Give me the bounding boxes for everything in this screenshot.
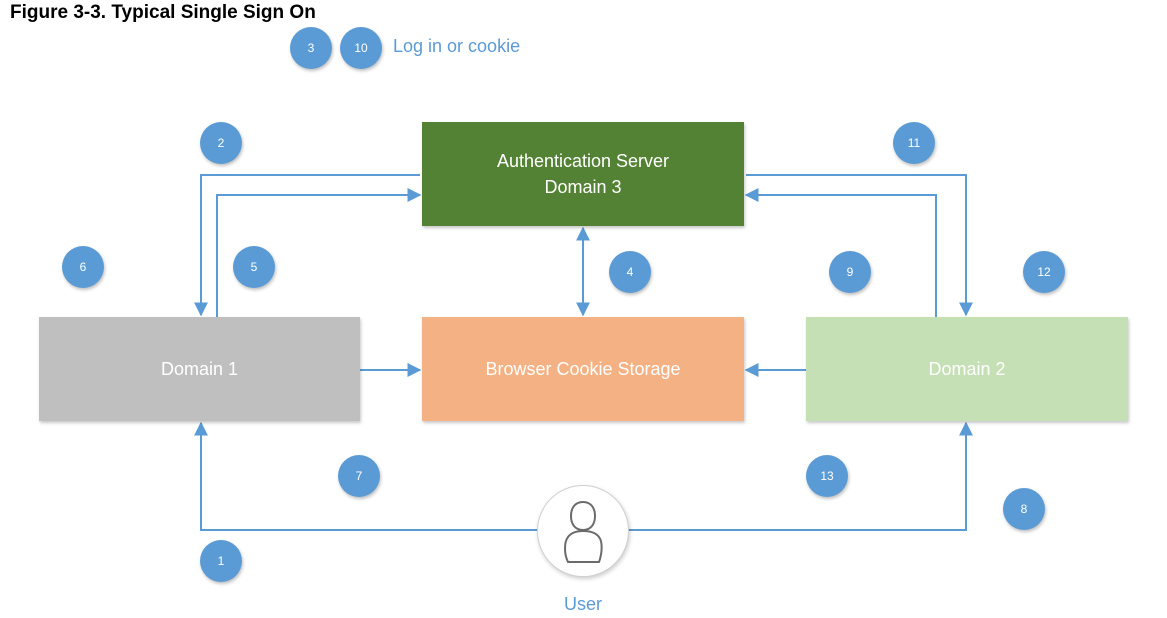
step-badge-11: 11 [893, 122, 935, 164]
step-badge-6: 6 [62, 246, 104, 288]
user-icon [564, 501, 603, 563]
arrow-user-to-domain2 [627, 421, 973, 531]
step-badge-9: 9 [829, 251, 871, 293]
legend-badge-3: 3 [290, 27, 332, 69]
step-badge-4: 4 [609, 251, 651, 293]
domain2-label: Domain 2 [928, 359, 1006, 379]
step-badge-12: 12 [1023, 251, 1065, 293]
user-label: User [563, 594, 602, 614]
legend-label: Log in or cookie [393, 36, 521, 56]
arrow-auth-to-domain2 [746, 174, 973, 317]
arrow-domain1-to-auth [216, 188, 422, 317]
auth-server-box: Authentication Server Domain 3 [422, 122, 744, 226]
cookie-storage-label: Browser Cookie Storage [485, 359, 681, 379]
step-badge-2: 2 [200, 122, 242, 164]
domain1-box: Domain 1 [39, 317, 360, 421]
domain1-label: Domain 1 [160, 359, 239, 379]
step-badge-5: 5 [233, 246, 275, 288]
domain2-box: Domain 2 [806, 317, 1128, 421]
legend-badge-10: 10 [340, 27, 382, 69]
step-badge-7: 7 [338, 455, 380, 497]
user-avatar [537, 485, 629, 577]
cookie-storage-box: Browser Cookie Storage [422, 317, 744, 421]
step-badge-13: 13 [806, 455, 848, 497]
arrow-domain2-to-auth [744, 188, 937, 317]
step-badge-1: 1 [200, 540, 242, 582]
arrow-user-to-domain1 [194, 421, 537, 531]
step-badge-8: 8 [1003, 488, 1045, 530]
arrow-auth-to-domain1 [194, 174, 420, 317]
figure-title: Figure 3-3. Typical Single Sign On [10, 2, 316, 23]
auth-server-label: Authentication Server Domain 3 [496, 151, 670, 197]
